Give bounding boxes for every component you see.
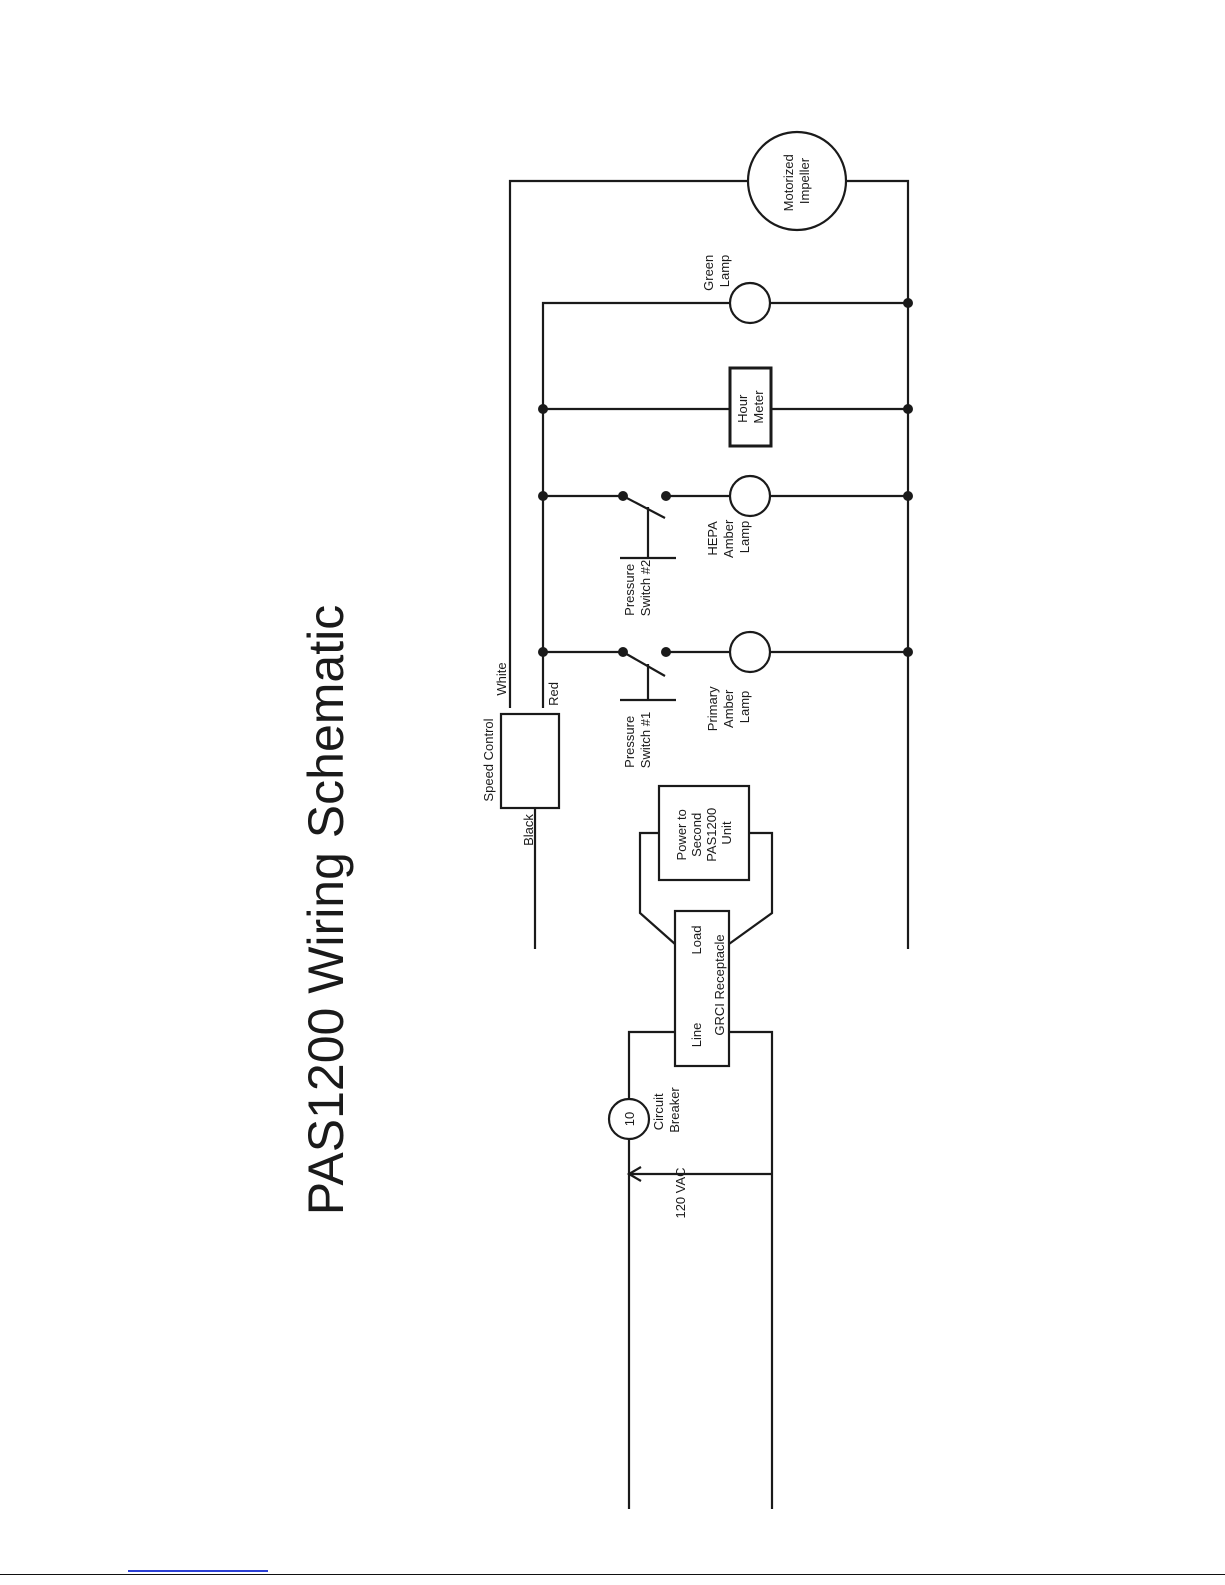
- pressure-switch-2: Pressure Switch #2: [620, 496, 676, 616]
- svg-text:Motorized Impeller: Motorized Impeller: [781, 151, 812, 212]
- svg-text:Green Lamp: Green Lamp: [701, 251, 732, 291]
- page-title: PAS1200 Wiring Schematic: [298, 605, 354, 1215]
- svg-text:HEPA Amber Lamp: HEPA Amber Lamp: [705, 516, 752, 558]
- svg-text:Speed Control: Speed Control: [481, 718, 496, 801]
- supply-label: 120 VAC: [673, 1167, 688, 1218]
- red-bus: [543, 303, 730, 708]
- footer-link[interactable]: [128, 1570, 268, 1572]
- footer-rule: [0, 1574, 1225, 1575]
- primary-amber-lamp: Primary Amber Lamp: [705, 632, 770, 731]
- pressure-switch-1: Pressure Switch #1: [620, 652, 676, 768]
- hour-meter: Hour Meter: [730, 368, 771, 446]
- speed-control: Speed Control White Red Black: [481, 662, 561, 846]
- svg-text:Load: Load: [689, 926, 704, 955]
- white-wire-label: White: [494, 662, 509, 695]
- black-wire-label: Black: [521, 814, 536, 846]
- neutral-bus: [846, 181, 908, 949]
- hepa-amber-lamp: HEPA Amber Lamp: [705, 476, 770, 558]
- svg-text:Line: Line: [689, 1023, 704, 1048]
- green-lamp: Green Lamp: [701, 251, 770, 323]
- svg-text:GRCI Receptacle: GRCI Receptacle: [712, 934, 727, 1035]
- motorized-impeller: Motorized Impeller: [748, 132, 846, 230]
- svg-text:Pressure Switch #1: Pressure Switch #1: [622, 712, 653, 768]
- svg-text:Pressure Switch #2: Pressure Switch #2: [622, 560, 653, 616]
- svg-text:10: 10: [622, 1112, 637, 1126]
- power-to-second-unit: Power to Second PAS1200 Unit: [659, 786, 749, 880]
- junction-dots: [538, 298, 913, 657]
- red-wire-label: Red: [546, 682, 561, 706]
- svg-text:Hour Meter: Hour Meter: [735, 390, 766, 424]
- circuit-breaker: 10 Circuit Breaker: [609, 1087, 682, 1139]
- svg-text:Primary Amber Lamp: Primary Amber Lamp: [705, 683, 752, 731]
- gfci-receptacle: Line Load GRCI Receptacle: [675, 911, 729, 1066]
- svg-text:Circuit Breaker: Circuit Breaker: [651, 1087, 682, 1133]
